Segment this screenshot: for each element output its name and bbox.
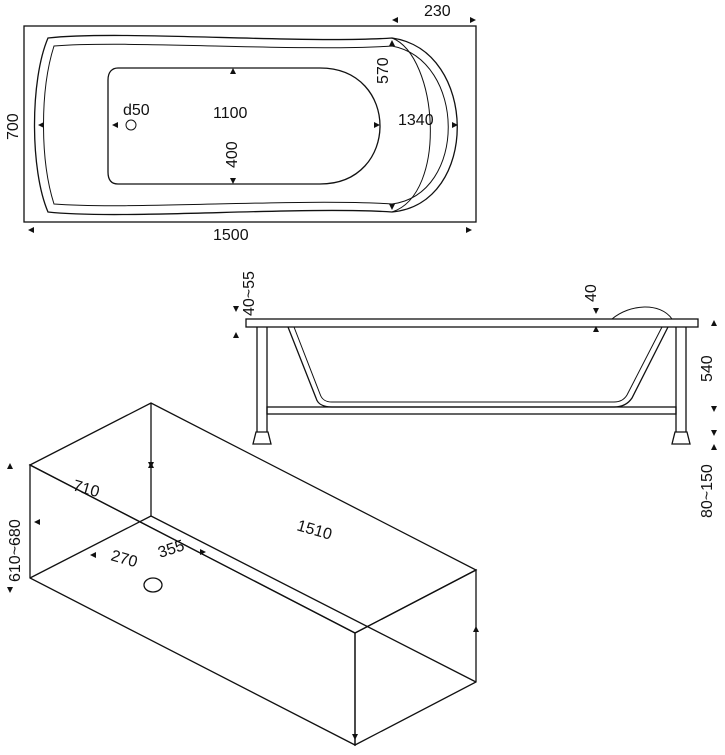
- dim-d50: d50: [123, 102, 150, 119]
- box-left-face: [29, 463, 356, 747]
- dim-1100: 1100: [213, 105, 248, 122]
- foot-right: [671, 431, 691, 445]
- side-view-tub-body: [287, 326, 669, 408]
- dim-230: 230: [424, 3, 451, 20]
- arrow-1100-right: [374, 122, 380, 128]
- top-view-outer-frame: [23, 25, 477, 223]
- drain-hole: [125, 119, 137, 131]
- box-right-face: [354, 568, 477, 747]
- side-view-rim: [245, 318, 699, 328]
- side-view-headrest: [611, 306, 673, 320]
- dim-710: 710: [71, 478, 101, 502]
- side-view: 40~55 40 540 80~150: [233, 271, 717, 518]
- arrow-270: [90, 552, 96, 558]
- dim-540: 540: [699, 355, 716, 382]
- arrow-40-bottom: [593, 326, 599, 332]
- arrow-1500-right: [466, 227, 472, 233]
- box-back-edge-left: [29, 515, 152, 579]
- top-view-rim-outer: [33, 34, 458, 216]
- arrow-40-top: [593, 308, 599, 314]
- dim-610-680: 610~680: [7, 519, 24, 582]
- dim-40-55: 40~55: [241, 271, 258, 316]
- arrow-540-bottom: [711, 406, 717, 412]
- arrow-40-55-bottom: [233, 332, 239, 338]
- dim-270: 270: [109, 548, 139, 572]
- arrow-400-top: [230, 68, 236, 74]
- arrow-540-top: [711, 320, 717, 326]
- arrow-610-680-bottom: [7, 587, 13, 593]
- dim-80-150: 80~150: [699, 464, 716, 518]
- arrow-80-150-bottom: [711, 444, 717, 450]
- arrow-610-680-top: [7, 463, 13, 469]
- arrow-1510: [473, 626, 479, 632]
- box-top-face: [28, 402, 478, 634]
- arrow-40-55-top: [233, 306, 239, 312]
- foot-left: [252, 431, 272, 445]
- top-view-basin: [107, 67, 381, 185]
- arrow-1100-left: [112, 122, 118, 128]
- arrow-710-b: [148, 462, 154, 468]
- arrow-1500-left: [28, 227, 34, 233]
- side-view-tub-inner: [293, 326, 663, 403]
- box-view: 710 1510 610~680 270 355: [7, 402, 479, 747]
- dim-1500: 1500: [213, 227, 249, 244]
- arrow-355: [200, 549, 206, 555]
- arrow-570-top: [389, 40, 395, 46]
- arrow-610-680: [34, 519, 40, 525]
- arrow-400-bottom: [230, 178, 236, 184]
- dim-40: 40: [583, 284, 600, 302]
- dim-400: 400: [224, 141, 241, 168]
- arrow-box-bottom: [352, 734, 358, 740]
- top-view-rim-inner: [43, 43, 449, 207]
- arrow-700: [38, 122, 44, 128]
- dim-1340: 1340: [398, 112, 434, 129]
- dim-355: 355: [156, 537, 187, 561]
- dim-1510: 1510: [295, 518, 334, 544]
- leg-crossbar: [266, 406, 677, 415]
- arrow-80-150-top: [711, 430, 717, 436]
- dim-570: 570: [375, 57, 392, 84]
- arrow-230-right: [470, 17, 476, 23]
- dim-700: 700: [5, 113, 22, 140]
- arrow-1340: [452, 122, 458, 128]
- arrow-230-left: [392, 17, 398, 23]
- top-view-headrest-line: [391, 37, 431, 213]
- arrow-570-bottom: [389, 204, 395, 210]
- box-back-edge-right: [150, 515, 477, 683]
- box-drain-hole: [143, 577, 163, 593]
- top-view: 230 700 1500 d50 1100 400 570 1340: [5, 3, 477, 244]
